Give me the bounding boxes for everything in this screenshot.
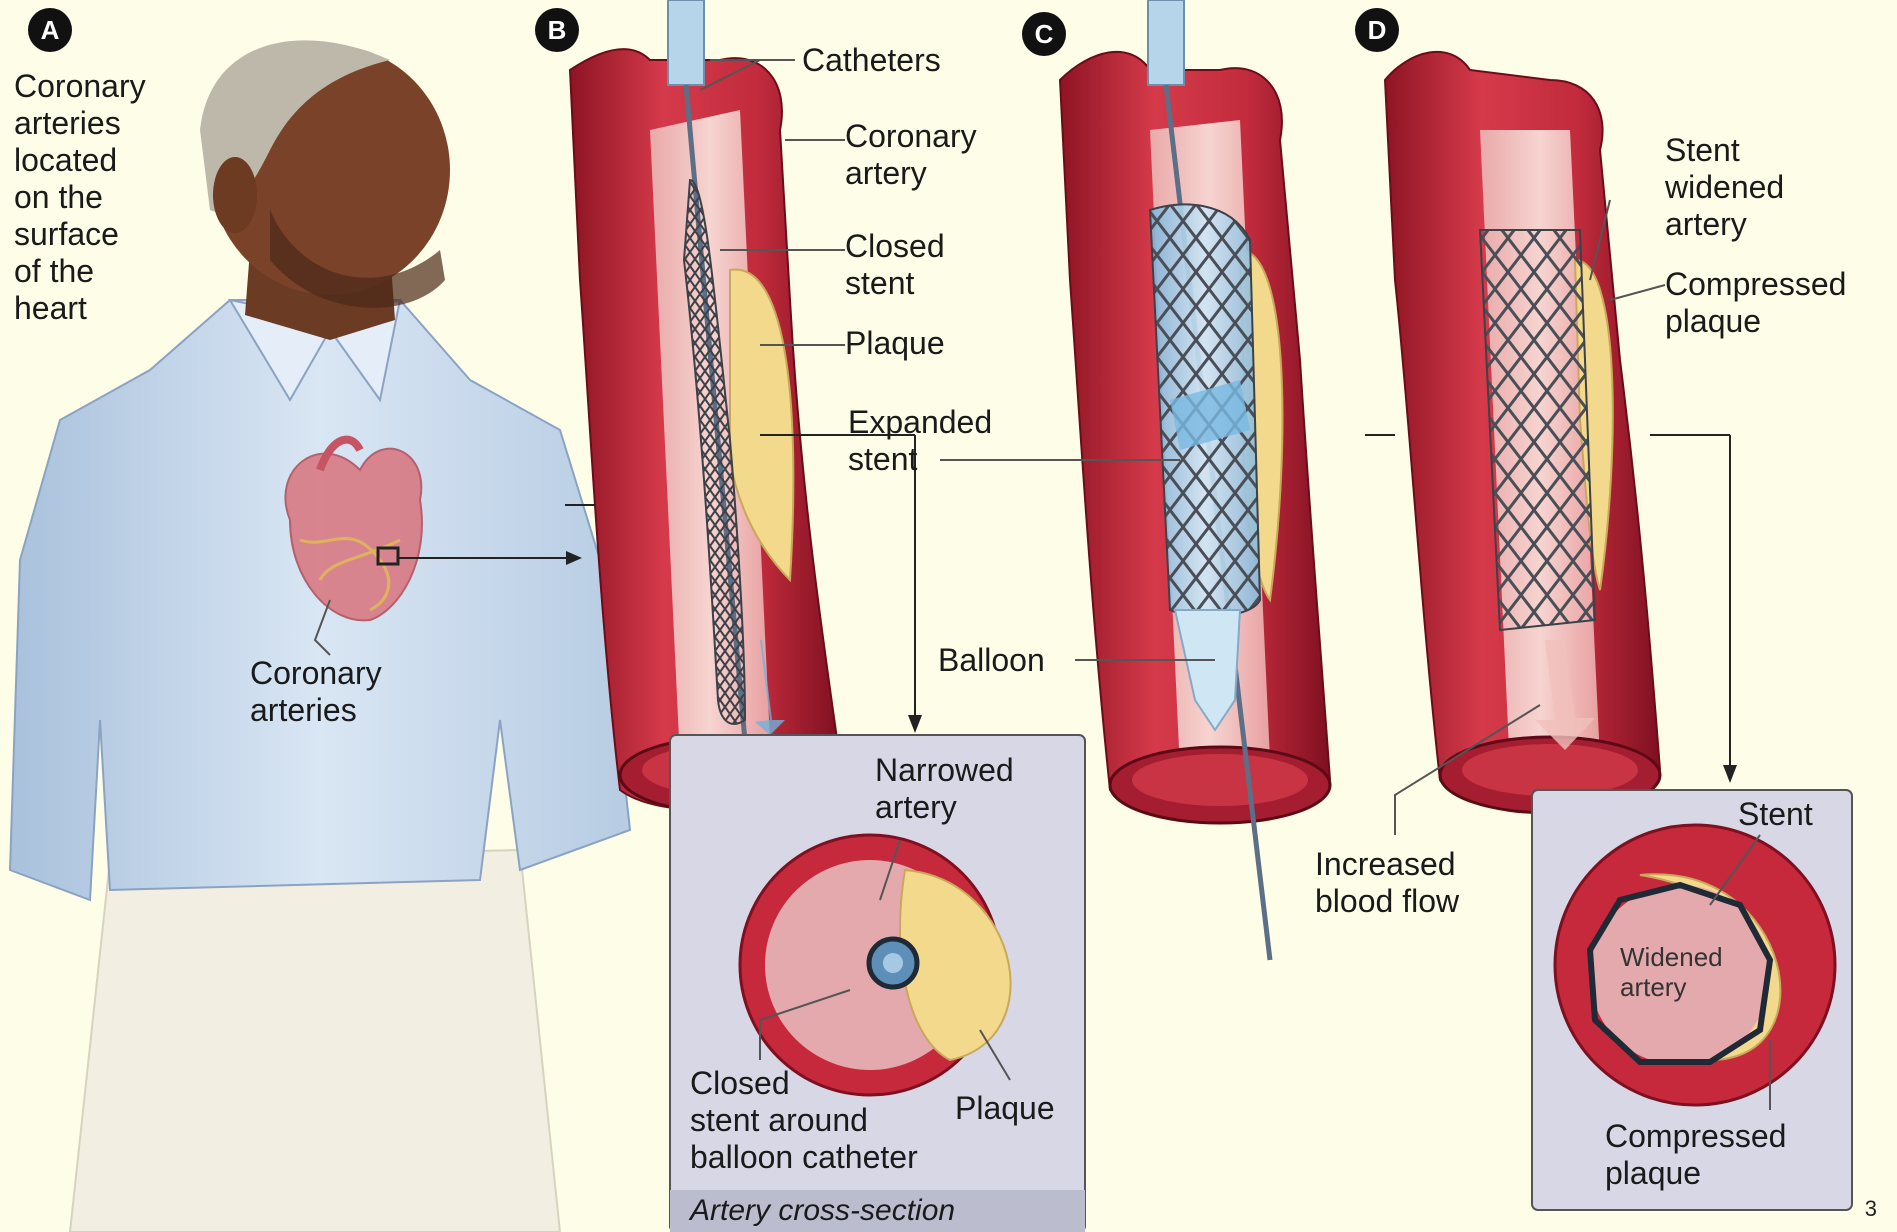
label-coronary-located: Coronary arteries located on the surface… [14,68,146,327]
label-stent-widened-artery: Stent widened artery [1665,132,1784,243]
label-compressed-plaque-top: Compressed plaque [1665,266,1846,340]
label-increased-blood-flow: Increased blood flow [1315,846,1459,920]
panel-a-badge: A [28,8,72,52]
label-compressed-plaque-bottom: Compressed plaque [1605,1118,1786,1192]
panel-c-artery [1060,0,1330,960]
ear [213,157,257,233]
page-number: 3 [1865,1196,1877,1222]
catheter-c [1148,0,1184,85]
label-plaque-b: Plaque [845,325,945,362]
stent-d [1480,230,1595,630]
pants [70,850,560,1232]
label-stent-d: Stent [1738,796,1813,833]
label-widened-artery: Widened artery [1620,942,1723,1002]
label-narrowed-artery: Narrowed artery [875,752,1014,826]
label-plaque-cross-section: Plaque [955,1090,1055,1127]
catheter-b [668,0,704,85]
label-catheters: Catheters [802,42,941,79]
label-artery-cross-section: Artery cross-section [690,1192,955,1229]
label-balloon: Balloon [938,642,1045,679]
label-closed-stent: Closed stent [845,228,945,302]
label-coronary-arteries: Coronary arteries [250,655,382,729]
label-coronary-artery: Coronary artery [845,118,977,192]
panel-b-badge: B [535,8,579,52]
panel-d-badge: D [1355,8,1399,52]
panel-c-badge: C [1022,12,1066,56]
label-expanded-stent: Expanded stent [848,404,992,478]
label-closed-stent-around: Closed stent around balloon catheter [690,1065,918,1176]
